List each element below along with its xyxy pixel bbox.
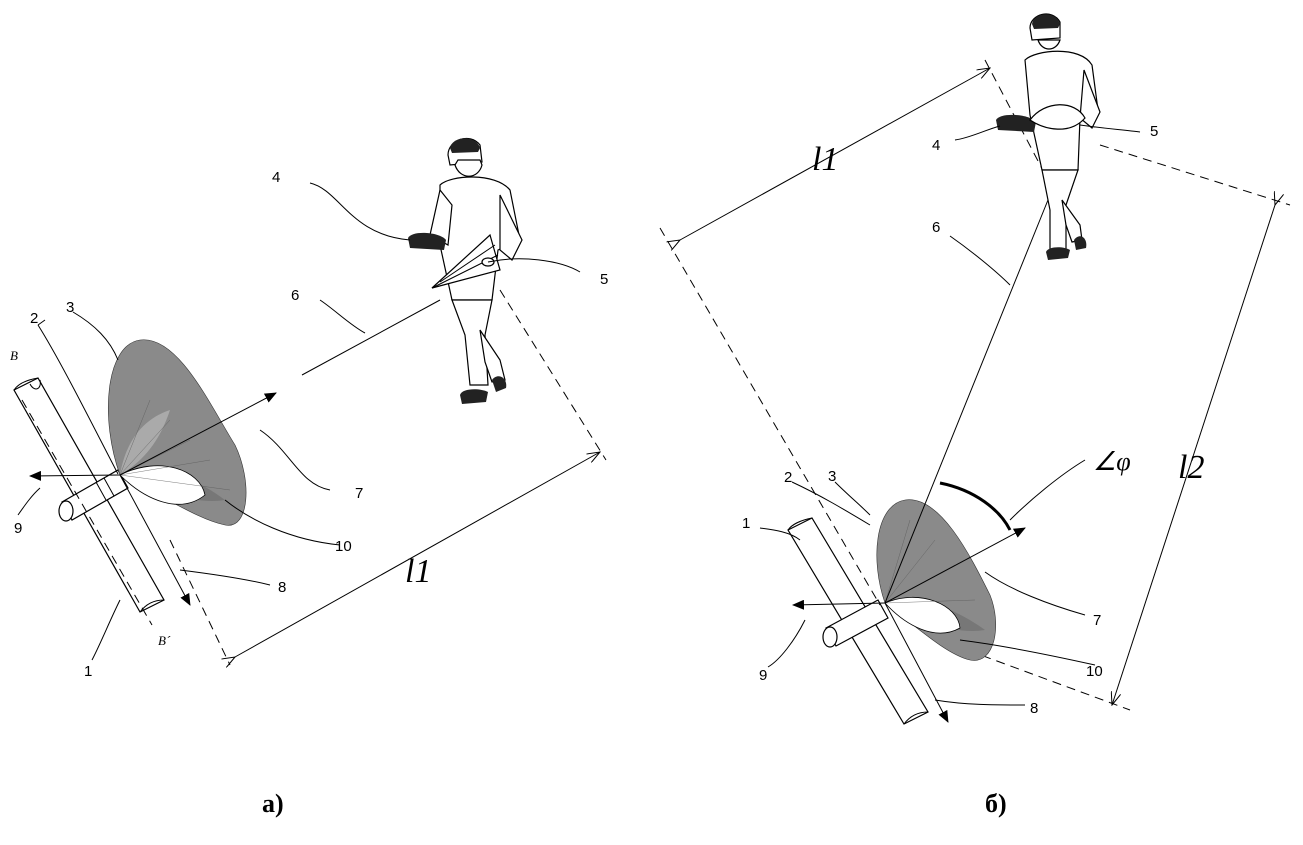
line-6-a [301, 299, 441, 376]
dim-ext-top-a [499, 289, 607, 461]
label-6-b: 6 [932, 219, 940, 236]
label-b-bottom-a: В´ [158, 633, 171, 648]
label-8-b: 8 [1030, 700, 1038, 717]
dim-l1-b [680, 68, 990, 240]
label-b-top-a: В [10, 348, 18, 363]
leader-3-a [72, 311, 119, 361]
leader-10-a [224, 499, 341, 546]
label-phi-b: ∠φ [1093, 447, 1131, 476]
leader-1-b [759, 527, 801, 541]
radiation-pattern-a [108, 339, 247, 526]
operator-b [996, 13, 1101, 260]
leader-2-a [37, 319, 46, 326]
label-2-b: 2 [784, 469, 792, 486]
arrow-9-b [792, 599, 886, 610]
label-4-a: 4 [272, 169, 280, 186]
cable-2-a [37, 324, 119, 475]
dim-l2-b [1112, 205, 1275, 705]
panel-b: 4 5 6 3 2 1 9 7 10 8 l1 l2 ∠φ б) [659, 13, 1291, 818]
label-2-a: 2 [30, 310, 38, 327]
label-1-a: 1 [84, 663, 92, 680]
label-10-b: 10 [1086, 663, 1103, 680]
leader-6-a [319, 299, 366, 334]
label-6-a: 6 [291, 287, 299, 304]
pipe-a [13, 377, 165, 613]
arrow-7-a [119, 392, 277, 476]
arrow-7-b [884, 527, 1026, 604]
label-5-a: 5 [600, 271, 608, 288]
label-4-b: 4 [932, 137, 940, 154]
label-9-a: 9 [14, 520, 22, 537]
leader-10-b [959, 639, 1096, 666]
dim-ext-bottom-a [169, 539, 231, 666]
leader-9-a [17, 487, 41, 516]
panel-a: 4 5 6 3 2 7 10 8 9 1 В В´ l1 а) [10, 137, 608, 818]
leader-9-b [767, 619, 806, 668]
leader-5-a [487, 258, 581, 273]
pipe-b [787, 517, 929, 725]
label-9-b: 9 [759, 667, 767, 684]
leader-2-b [791, 481, 871, 526]
arrow-8-a [119, 474, 191, 606]
caption-a: а) [262, 789, 284, 818]
leader-3-b [834, 481, 871, 516]
leader-6-b [949, 235, 1011, 286]
line-6-b [884, 194, 1051, 604]
leader-1-a [91, 599, 121, 661]
label-7-a: 7 [355, 485, 363, 502]
dim-ext-right-b [1099, 144, 1291, 206]
label-3-b: 3 [828, 468, 836, 485]
leader-7-b [984, 571, 1086, 616]
angle-arc-b [939, 481, 1012, 531]
label-l1-b: l1 [812, 141, 838, 178]
label-5-b: 5 [1150, 123, 1158, 140]
label-l2-b: l2 [1178, 449, 1204, 486]
label-7-b: 7 [1093, 612, 1101, 629]
dim-ext-left-b [659, 227, 881, 606]
leader-7-a [259, 429, 331, 491]
label-3-a: 3 [66, 299, 74, 316]
operator-a [408, 137, 523, 404]
arrow-9-a [29, 470, 121, 481]
leader-4-b [954, 125, 1001, 141]
arrow-8-b [884, 602, 949, 723]
radiation-pattern-b [876, 499, 996, 661]
leader-8-b [934, 699, 1026, 706]
leader-8-a [179, 569, 271, 586]
dim-l1-a [235, 452, 600, 657]
leader-phi-b [1009, 459, 1086, 521]
leader-4-a [309, 182, 411, 241]
label-10-a: 10 [335, 538, 352, 555]
caption-b: б) [985, 789, 1007, 818]
axis-b-line-a [21, 399, 153, 626]
leader-5-b [1079, 124, 1141, 133]
label-l1-a: l1 [405, 553, 431, 590]
label-1-b: 1 [742, 515, 750, 532]
label-8-a: 8 [278, 579, 286, 596]
